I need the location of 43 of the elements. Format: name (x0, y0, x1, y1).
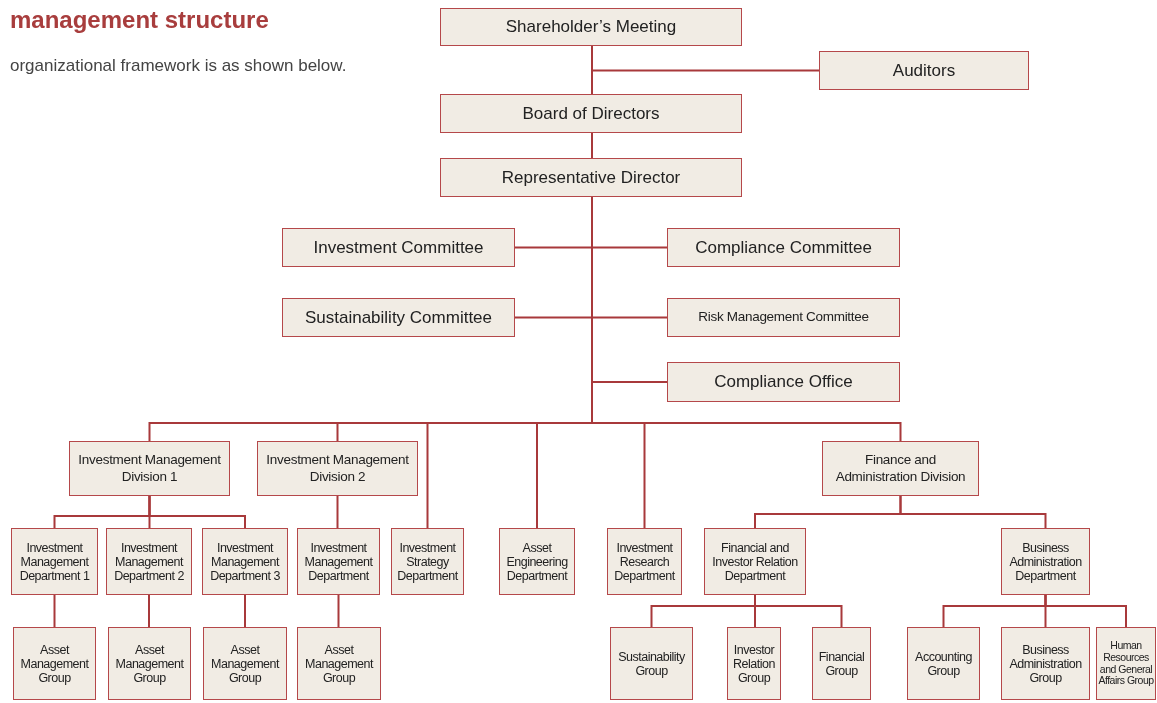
connector-line (337, 594, 340, 628)
org-box: Shareholder’s Meeting (440, 8, 742, 46)
org-box: Risk Management Committee (667, 298, 900, 337)
org-box: Business Administration Group (1001, 627, 1090, 700)
title: management structure (10, 6, 270, 35)
connector-line (148, 594, 150, 628)
org-box: Representative Director (440, 158, 742, 197)
org-box: Investment Management Department 2 (106, 528, 192, 595)
org-box: Sustainability Committee (282, 298, 515, 337)
org-box: Asset Management Group (108, 627, 191, 700)
org-box: Accounting Group (907, 627, 980, 700)
org-box: Investment Management Department 3 (202, 528, 288, 595)
org-box: Investment Management Division 2 (257, 441, 418, 496)
org-box: Business Administration Department (1001, 528, 1090, 595)
connector-line (591, 45, 593, 95)
org-box: Compliance Office (667, 362, 900, 402)
connector-line (1044, 594, 1127, 628)
org-box: Investment Management Division 1 (69, 441, 230, 496)
connector-line (336, 495, 339, 529)
org-box: Investment Management Department 1 (11, 528, 98, 595)
org-box: Asset Management Group (297, 627, 381, 700)
connector-line (899, 495, 1047, 529)
org-box: Auditors (819, 51, 1029, 90)
connector-line (53, 594, 56, 628)
org-box: Investment Committee (282, 228, 515, 267)
org-box: Asset Management Group (13, 627, 96, 700)
connector-line (591, 132, 593, 159)
org-box: Human Resources and General Affairs Group (1096, 627, 1156, 700)
org-box: Asset Management Group (203, 627, 287, 700)
org-box: Asset Engineering Department (499, 528, 575, 595)
org-box: Investor Relation Group (727, 627, 781, 700)
org-box: Financial Group (812, 627, 871, 700)
org-box: Finance and Administration Division (822, 441, 979, 496)
intro-text: organizational framework is as shown below. (10, 55, 348, 77)
org-box: Financial and Investor Relation Department (704, 528, 806, 595)
org-box: Compliance Committee (667, 228, 900, 267)
org-box: Board of Directors (440, 94, 742, 133)
org-box: Investment Management Department (297, 528, 380, 595)
org-box: Sustainability Group (610, 627, 693, 700)
org-box: Investment Research Department (607, 528, 682, 595)
connector-line (244, 594, 246, 628)
org-box: Investment Strategy Department (391, 528, 464, 595)
connector-line (148, 495, 246, 529)
